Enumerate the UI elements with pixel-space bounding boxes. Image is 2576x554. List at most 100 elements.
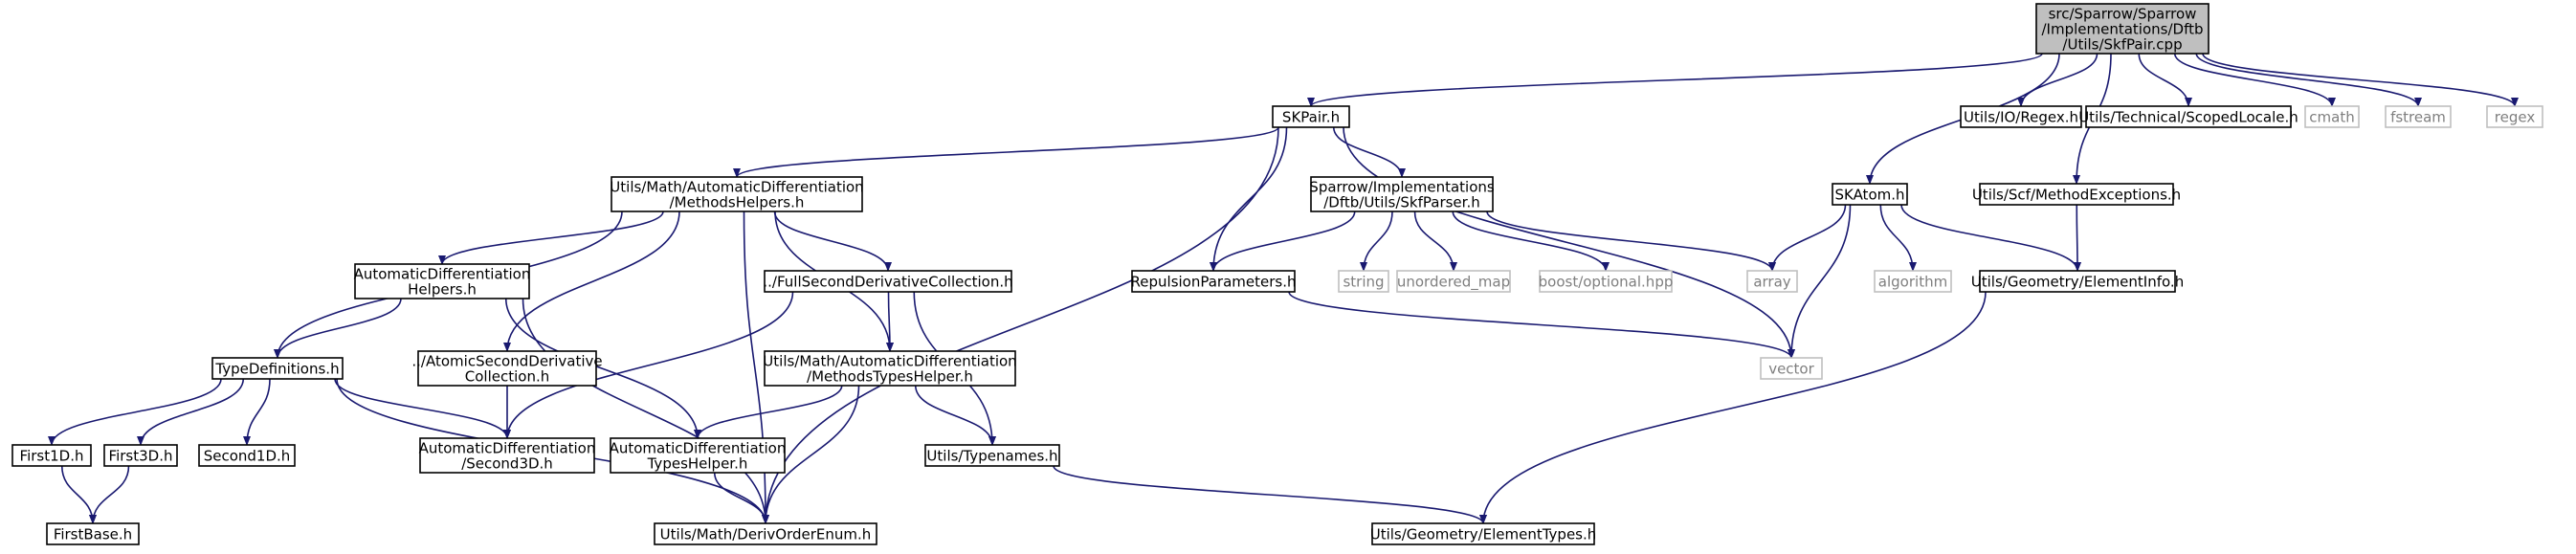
node-first3d[interactable]: First3D.h bbox=[103, 444, 178, 467]
node-second3d[interactable]: AutomaticDifferentiation/Second3D.h bbox=[419, 437, 596, 474]
node-typedefs-box bbox=[211, 357, 344, 380]
node-methodshelpers-label-line-0: Utils/Math/AutomaticDifferentiation bbox=[610, 179, 863, 196]
node-methodstypes[interactable]: Utils/Math/AutomaticDifferentiation/Meth… bbox=[763, 350, 1017, 387]
node-methodexceptions[interactable]: Utils/Scf/MethodExceptions.h bbox=[1972, 183, 2181, 206]
node-second1d-label-line-0: Second1D.h bbox=[204, 448, 291, 465]
node-root-box bbox=[2035, 3, 2210, 55]
node-skpair[interactable]: SKPair.h bbox=[1272, 105, 1350, 128]
node-adhelpers-label-line-1: Helpers.h bbox=[408, 281, 477, 299]
node-methodstypes-label-line-0: Utils/Math/AutomaticDifferentiation bbox=[763, 353, 1016, 370]
node-string-box bbox=[1338, 270, 1389, 293]
node-methodstypes-box bbox=[764, 350, 1016, 387]
edge-adhelpers-to-typedefs bbox=[274, 298, 402, 359]
node-array-box bbox=[1746, 270, 1798, 293]
edge-skatom-to-vector bbox=[1788, 204, 1852, 359]
edge-skpair-to-vector bbox=[1343, 126, 1795, 359]
edge-root-to-scopedlocale bbox=[2138, 53, 2192, 107]
edge-methodexceptions-to-elementinfo bbox=[2073, 204, 2081, 272]
node-elementtypes-box bbox=[1371, 522, 1595, 545]
edge-methodshelpers-to-fullsecond bbox=[773, 211, 892, 272]
node-skatom-box bbox=[1832, 183, 1908, 206]
node-regex_h[interactable]: Utils/IO/Regex.h bbox=[1960, 105, 2082, 128]
edge-methodstypes-to-typenames bbox=[914, 385, 996, 446]
node-methodshelpers-box bbox=[611, 176, 863, 212]
node-cmath: cmath bbox=[2304, 105, 2360, 128]
node-skfparser-label-line-1: /Dftb/Utils/SkfParser.h bbox=[1323, 194, 1479, 211]
node-methodshelpers-label-line-1: /MethodsHelpers.h bbox=[670, 194, 805, 211]
node-skfparser[interactable]: Sparrow/Implementations/Dftb/Utils/SkfPa… bbox=[1309, 176, 1495, 212]
node-elementtypes-label-line-0: Utils/Geometry/ElementTypes.h bbox=[1370, 526, 1597, 543]
edge-methodstypes-to-typeshelper bbox=[694, 385, 843, 439]
node-firstbase[interactable]: FirstBase.h bbox=[46, 522, 140, 545]
edge-skfparser-to-unordered_map bbox=[1413, 211, 1457, 272]
node-first1d-box bbox=[11, 444, 92, 467]
node-elementinfo[interactable]: Utils/Geometry/ElementInfo.h bbox=[1971, 270, 2184, 293]
node-fstream: fstream bbox=[2385, 105, 2452, 128]
node-regex_h-box bbox=[1960, 105, 2082, 128]
node-regex-label-line-0: regex bbox=[2495, 109, 2536, 126]
node-regex-box bbox=[2486, 105, 2543, 128]
node-skatom[interactable]: SKAtom.h bbox=[1832, 183, 1908, 206]
node-elementtypes[interactable]: Utils/Geometry/ElementTypes.h bbox=[1370, 522, 1597, 545]
nodes-layer: src/Sparrow/Sparrow/Implementations/Dftb… bbox=[11, 3, 2543, 545]
edge-typedefs-to-first1d bbox=[48, 378, 222, 446]
node-regex: regex bbox=[2486, 105, 2543, 128]
node-first3d-box bbox=[103, 444, 178, 467]
node-boostopt-label-line-0: boost/optional.hpp bbox=[1539, 274, 1674, 291]
node-atomicsecond-label-line-0: ../AtomicSecondDerivative bbox=[411, 353, 602, 370]
node-repulsion[interactable]: RepulsionParameters.h bbox=[1131, 270, 1297, 293]
node-scopedlocale[interactable]: Utils/Technical/ScopedLocale.h bbox=[2078, 105, 2298, 128]
edge-skpair-to-methodshelpers bbox=[733, 126, 1279, 178]
node-cmath-label-line-0: cmath bbox=[2309, 109, 2354, 126]
node-firstbase-label-line-0: FirstBase.h bbox=[54, 526, 132, 543]
edge-typedefs-to-second1d bbox=[243, 378, 271, 446]
node-root-label-line-0: src/Sparrow/Sparrow bbox=[2049, 6, 2197, 23]
edge-skfparser-to-boostopt bbox=[1452, 211, 1610, 272]
node-atomicsecond-label-line-1: Collection.h bbox=[465, 368, 549, 386]
node-fullsecond[interactable]: ../FullSecondDerivativeCollection.h bbox=[763, 270, 1013, 293]
edge-adhelpers-to-typeshelper bbox=[504, 298, 701, 439]
edge-methodshelpers-to-atomicsecond bbox=[503, 211, 680, 352]
edge-typedefs-to-second3d bbox=[334, 378, 511, 439]
node-fullsecond-box bbox=[764, 270, 1012, 293]
node-unordered_map-label-line-0: unordered_map bbox=[1397, 274, 1510, 292]
edge-skpair-to-skfparser bbox=[1332, 126, 1406, 178]
node-adhelpers-label-line-0: AutomaticDifferentiation bbox=[354, 266, 531, 283]
node-typeshelper-label-line-0: AutomaticDifferentiation bbox=[610, 440, 787, 457]
node-root-label-line-2: /Utils/SkfPair.cpp bbox=[2062, 36, 2182, 54]
node-algorithm: algorithm bbox=[1874, 270, 1952, 293]
edge-methodstypes-to-derivorder bbox=[762, 385, 860, 524]
edge-first3d-to-firstbase bbox=[89, 465, 130, 524]
node-first1d-label-line-0: First1D.h bbox=[20, 448, 84, 465]
edge-first1d-to-firstbase bbox=[60, 465, 97, 524]
node-derivorder[interactable]: Utils/Math/DerivOrderEnum.h bbox=[654, 522, 877, 545]
node-methodexceptions-box bbox=[1979, 183, 2174, 206]
node-elementinfo-box bbox=[1979, 270, 2176, 293]
edge-typedefs-to-first3d bbox=[137, 378, 245, 446]
node-second1d[interactable]: Second1D.h bbox=[198, 444, 296, 467]
edge-root-to-regex bbox=[2202, 53, 2519, 107]
node-methodshelpers[interactable]: Utils/Math/AutomaticDifferentiation/Meth… bbox=[610, 176, 864, 212]
node-boostopt-box bbox=[1539, 270, 1673, 293]
node-first1d[interactable]: First1D.h bbox=[11, 444, 92, 467]
edge-fullsecond-to-methodstypes bbox=[885, 291, 894, 352]
node-unordered_map: unordered_map bbox=[1396, 270, 1511, 293]
edge-typeshelper-to-derivorder bbox=[713, 472, 769, 524]
edge-root-to-regex_h bbox=[2017, 53, 2099, 107]
node-skfparser-label-line-0: Sparrow/Implementations bbox=[1309, 179, 1495, 196]
edge-skatom-to-array bbox=[1768, 204, 1847, 272]
node-first3d-label-line-0: First3D.h bbox=[109, 448, 173, 465]
node-skfparser-box bbox=[1310, 176, 1494, 212]
node-algorithm-label-line-0: algorithm bbox=[1878, 274, 1947, 291]
edge-skpair-to-repulsion bbox=[1210, 126, 1288, 272]
node-root[interactable]: src/Sparrow/Sparrow/Implementations/Dftb… bbox=[2035, 3, 2210, 55]
node-methodstypes-label-line-1: /MethodsTypesHelper.h bbox=[807, 368, 973, 386]
edge-fullsecond-to-second3d bbox=[503, 291, 794, 439]
node-typedefs[interactable]: TypeDefinitions.h bbox=[211, 357, 344, 380]
node-typedefs-label-line-0: TypeDefinitions.h bbox=[214, 361, 339, 378]
node-typenames[interactable]: Utils/Typenames.h bbox=[924, 444, 1060, 467]
node-scopedlocale-box bbox=[2085, 105, 2292, 128]
